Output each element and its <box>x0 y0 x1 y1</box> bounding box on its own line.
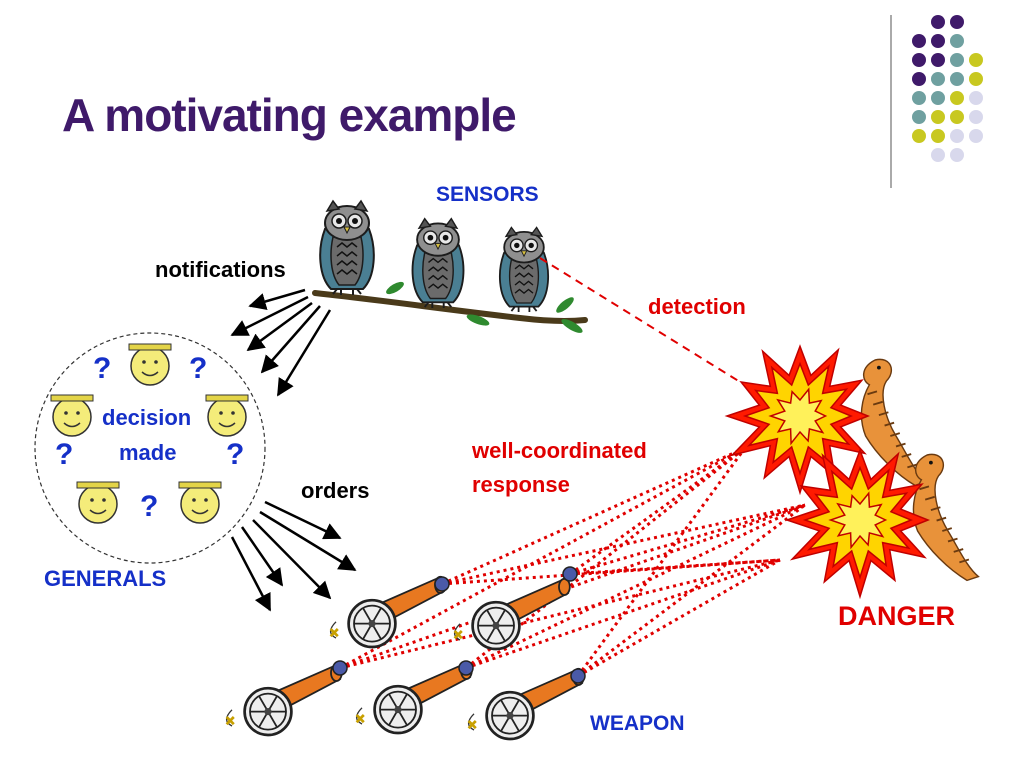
decorative-dot <box>969 91 983 105</box>
decorative-dot <box>931 148 945 162</box>
order-arrows <box>230 500 357 612</box>
owl-branch <box>312 281 588 333</box>
smiley-face-icon <box>128 343 172 386</box>
cannon-icon <box>355 661 473 735</box>
decorative-dot <box>950 148 964 162</box>
question-mark-icon: ? <box>226 438 245 471</box>
general-faces <box>50 343 249 524</box>
generals-label: GENERALS <box>44 566 167 591</box>
question-mark-icon: ? <box>140 490 159 523</box>
decorative-dot <box>912 110 926 124</box>
response-line <box>441 446 746 586</box>
response-line <box>577 558 781 678</box>
response-label-line2: response <box>472 472 570 497</box>
decorative-dot <box>950 72 964 86</box>
response-line <box>577 503 806 678</box>
smiley-face-icon <box>76 481 120 524</box>
response-line <box>576 447 747 677</box>
decorative-dot <box>931 72 945 86</box>
response-label-line1: well-coordinated <box>472 438 647 463</box>
decorative-dot <box>931 15 945 29</box>
response-lines <box>339 446 806 678</box>
decorative-dot <box>912 53 926 67</box>
response-line <box>441 503 806 586</box>
cannonball-icon <box>434 576 450 592</box>
smiley-face-icon <box>50 394 94 437</box>
owl-icon <box>319 199 375 295</box>
explosion-icon <box>724 344 871 496</box>
question-mark-icon: ? <box>189 352 208 385</box>
decorative-dot <box>931 53 945 67</box>
response-line <box>569 446 746 576</box>
decorative-dot <box>912 34 926 48</box>
explosion-icon <box>784 448 931 600</box>
response-line <box>339 558 781 670</box>
decorative-dot <box>912 129 926 143</box>
response-line <box>339 503 806 670</box>
decorative-dot <box>969 110 983 124</box>
response-line <box>465 503 806 670</box>
owl-icon <box>498 226 550 313</box>
decorative-dot <box>950 91 964 105</box>
sensors-label: SENSORS <box>436 183 539 206</box>
decorative-dot <box>950 15 964 29</box>
detection-line <box>539 257 746 386</box>
decorative-dot <box>931 34 945 48</box>
explosions <box>724 344 931 600</box>
decorative-dot <box>950 53 964 67</box>
notifications-label: notifications <box>155 257 286 282</box>
decorative-dot <box>950 110 964 124</box>
cannon-icon <box>453 577 571 651</box>
orders-label: orders <box>301 478 370 503</box>
smiley-face-icon <box>178 481 222 524</box>
notification-arrows <box>230 288 332 397</box>
question-mark-icon: ? <box>93 352 112 385</box>
dinosaurs <box>860 358 980 582</box>
cannon-icon <box>225 663 343 737</box>
question-mark-icon: ? <box>55 438 74 471</box>
response-line <box>569 503 806 576</box>
decision-label-line2: made <box>119 440 177 465</box>
cannonball-icon <box>332 660 348 676</box>
slide-title: A motivating example <box>62 89 517 141</box>
smiley-face-icon <box>205 394 249 437</box>
detection-label: detection <box>648 294 746 319</box>
danger-label: DANGER <box>838 601 956 631</box>
decorative-dot <box>969 72 983 86</box>
decorative-dot <box>931 129 945 143</box>
cannon-icon <box>467 667 585 741</box>
cannonball-icon <box>562 566 578 582</box>
decorative-dot <box>931 91 945 105</box>
decorative-dot <box>912 72 926 86</box>
decorative-dot <box>950 34 964 48</box>
generals-circle <box>34 332 266 564</box>
weapon-label: WEAPON <box>590 712 685 735</box>
decorative-dot-grid <box>912 15 983 162</box>
dinosaur-icon <box>912 453 980 582</box>
response-line <box>465 446 746 670</box>
cannon-icon <box>329 575 447 649</box>
cannonball-icon <box>458 660 474 676</box>
decision-label-line1: decision <box>102 405 192 430</box>
decorative-dot <box>969 53 983 67</box>
sensor-owls <box>319 199 550 313</box>
owl-icon <box>411 217 465 309</box>
decorative-dot <box>969 129 983 143</box>
decorative-dot <box>950 129 964 143</box>
decorative-dot <box>931 110 945 124</box>
cannons <box>225 566 586 741</box>
cannonball-icon <box>570 668 586 684</box>
decorative-dot <box>912 91 926 105</box>
